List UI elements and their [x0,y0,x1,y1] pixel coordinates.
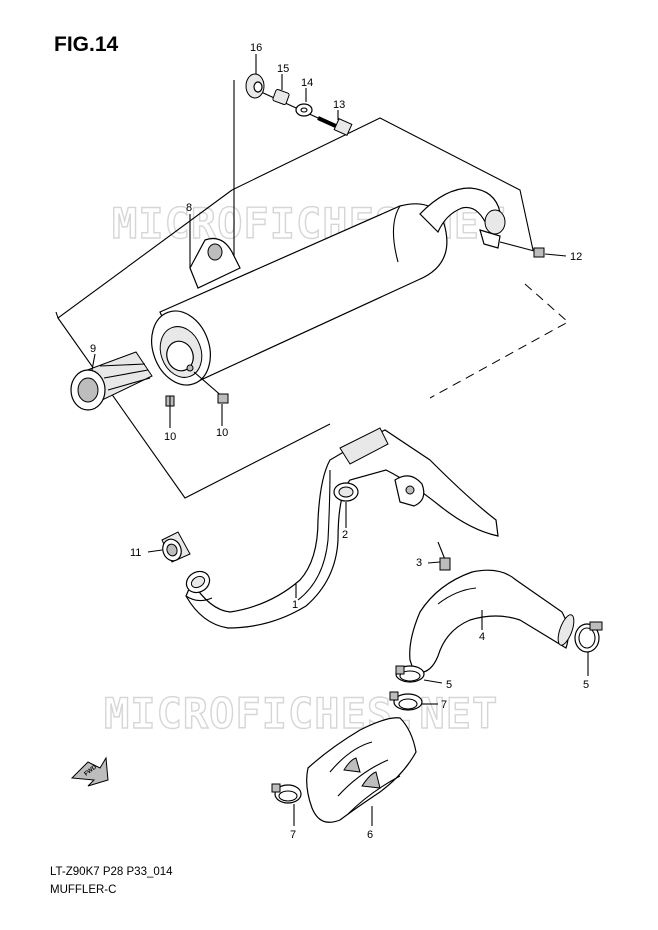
callout-7-lower: 7 [290,829,296,841]
diagram-code: LT-Z90K7 P28 P33_014 [50,866,173,878]
callout-11: 11 [130,547,141,559]
collar-15 [272,89,290,105]
spark-arrester-9 [70,351,153,411]
callout-7-upper: 7 [441,699,447,711]
bolt-10-left [165,395,175,408]
clamp-5-right [574,621,603,653]
mounting-hardware-group [233,73,353,270]
callout-3: 3 [416,557,422,569]
bolt-13 [317,116,353,136]
callout-8: 8 [186,202,192,214]
callout-5-center: 5 [446,679,452,691]
callout-14: 14 [301,77,313,89]
muffler-8 [151,187,506,386]
callout-12: 12 [570,251,582,263]
figure-title: FIG.14 [54,33,119,56]
connector-pipe-4 [409,569,575,674]
exhaust-pipe-1 [185,427,499,629]
leader-lines [91,54,589,826]
callout-16: 16 [250,42,262,54]
bolt-10-right [193,371,229,404]
gasket-11 [161,531,191,563]
watermark-bottom: MICROFICHES.NET [104,689,498,738]
callout-15: 15 [277,63,289,75]
fwd-arrow-icon: FWD [70,756,109,787]
clamp-5-center [395,665,425,683]
callout-13: 13 [333,99,345,111]
bolt-12 [499,241,545,258]
callout-5-right: 5 [583,679,589,691]
clamp-7-lower [271,783,302,804]
clamp-7-upper [389,691,423,711]
callout-10-right: 10 [216,427,228,439]
diagram-subtitle: MUFFLER-C [50,884,117,896]
callout-4: 4 [479,631,485,643]
washer-14 [295,103,313,117]
callout-9: 9 [90,343,96,355]
bolt-3 [437,541,451,571]
callout-6: 6 [367,829,373,841]
heat-shield-6 [306,717,417,823]
callout-2: 2 [342,529,348,541]
callout-1: 1 [292,599,298,611]
callout-10-left: 10 [164,431,176,443]
